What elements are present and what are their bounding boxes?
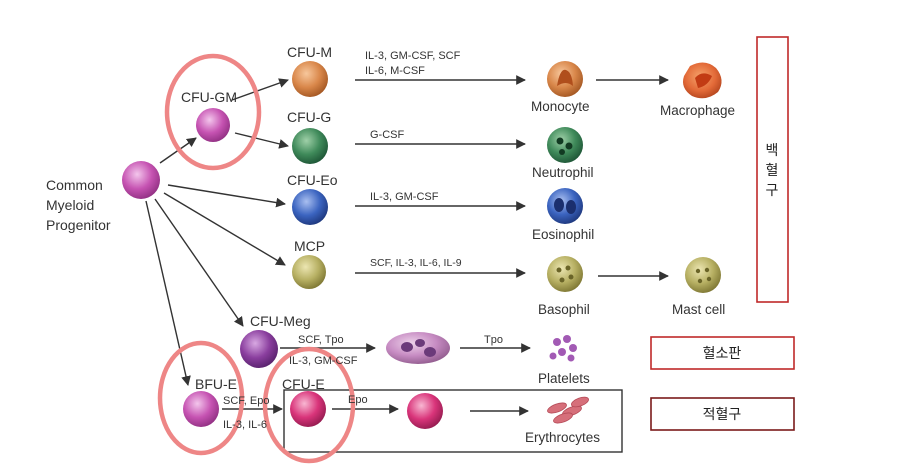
wbc-char-3: 구 xyxy=(766,183,779,199)
factor-eo: IL-3, GM-CSF xyxy=(370,191,439,203)
wbc-box xyxy=(756,36,789,303)
neutrophil-cell xyxy=(547,127,583,163)
factor-mcp: SCF, IL-3, IL-6, IL-9 xyxy=(370,257,462,269)
factor-meg-line2: IL-3, GM-CSF xyxy=(289,355,358,367)
factor-bfu-line2: IL-3, IL-6 xyxy=(223,419,267,431)
arrow-to-mcp xyxy=(163,192,286,266)
cfu-gm-label: CFU-GM xyxy=(181,89,237,105)
platelets-cluster xyxy=(549,335,577,362)
mcp-cell xyxy=(292,255,326,289)
cfu-meg-cell xyxy=(240,330,278,368)
eosinophil-label: Eosinophil xyxy=(532,227,594,242)
cfu-m-cell xyxy=(292,61,328,97)
platelet-box xyxy=(650,336,795,370)
common-myeloid-progenitor-cell xyxy=(122,161,160,199)
wbc-char-1: 백 xyxy=(766,143,779,159)
erythrocytes-label: Erythrocytes xyxy=(525,430,600,445)
cfu-e-cell xyxy=(290,391,326,427)
mcp-label: MCP xyxy=(294,238,325,254)
wbc-char-2: 혈 xyxy=(766,163,779,179)
arrow-to-cfu-meg xyxy=(154,198,244,327)
neutrophil-label: Neutrophil xyxy=(532,165,594,180)
rbc-korean-label: 적혈구 xyxy=(703,407,742,423)
monocyte-cell xyxy=(547,61,583,97)
cfu-g-cell xyxy=(292,128,328,164)
erythrocytes-cluster xyxy=(547,396,589,424)
bfu-e-label: BFU-E xyxy=(195,376,237,392)
progenitor-label-line2: Myeloid xyxy=(46,197,94,213)
cfu-g-label: CFU-G xyxy=(287,109,331,125)
macrophage-cell xyxy=(683,62,722,99)
cfu-gm-cell xyxy=(196,108,230,142)
erythroid-lineage-box xyxy=(283,389,623,453)
cfu-e-label: CFU-E xyxy=(282,376,325,392)
cfu-e-highlight-ring xyxy=(262,346,356,464)
factor-tpo: Tpo xyxy=(484,334,503,346)
platelet-korean-label: 혈소판 xyxy=(703,346,742,362)
mast-cell xyxy=(685,257,721,293)
arrow-gm-to-g xyxy=(234,132,289,149)
basophil-cell xyxy=(547,256,583,292)
progenitor-arrows xyxy=(145,78,289,386)
arrow-gm-to-m xyxy=(231,78,289,101)
factor-arrows xyxy=(222,75,669,416)
highlight-rings xyxy=(157,53,356,464)
factor-meg-line1: SCF, Tpo xyxy=(298,334,344,346)
mast-cell-label: Mast cell xyxy=(672,302,725,317)
cfu-eo-cell xyxy=(292,189,328,225)
labels: Common Myeloid Progenitor CFU-GM CFU-M C… xyxy=(46,44,779,445)
progenitor-label-line3: Progenitor xyxy=(46,217,111,233)
factor-bfu-line1: SCF, Epo xyxy=(223,395,269,407)
macrophage-label: Macrophage xyxy=(660,103,735,118)
factor-g: G-CSF xyxy=(370,129,405,141)
arrow-to-bfu-e xyxy=(145,200,191,386)
factor-epo: Epo xyxy=(348,394,368,406)
monocyte-label: Monocyte xyxy=(531,99,590,114)
megakaryocyte-cell xyxy=(386,332,450,364)
progenitor-label-line1: Common xyxy=(46,177,103,193)
bfu-e-cell xyxy=(183,391,219,427)
eosinophil-cell xyxy=(547,188,583,224)
bfu-e-highlight-ring xyxy=(157,340,245,456)
cfu-gm-highlight-ring xyxy=(164,53,262,171)
factor-m-line2: IL-6, M-CSF xyxy=(365,65,425,77)
cfu-meg-label: CFU-Meg xyxy=(250,313,311,329)
factor-m-line1: IL-3, GM-CSF, SCF xyxy=(365,50,461,62)
basophil-label: Basophil xyxy=(538,302,590,317)
rbc-box xyxy=(650,397,795,431)
arrow-to-cfu-eo xyxy=(167,184,286,208)
cfu-m-label: CFU-M xyxy=(287,44,332,60)
erythroblast-cell xyxy=(407,393,443,429)
platelets-label: Platelets xyxy=(538,371,590,386)
cells xyxy=(122,61,722,429)
cfu-eo-label: CFU-Eo xyxy=(287,172,338,188)
